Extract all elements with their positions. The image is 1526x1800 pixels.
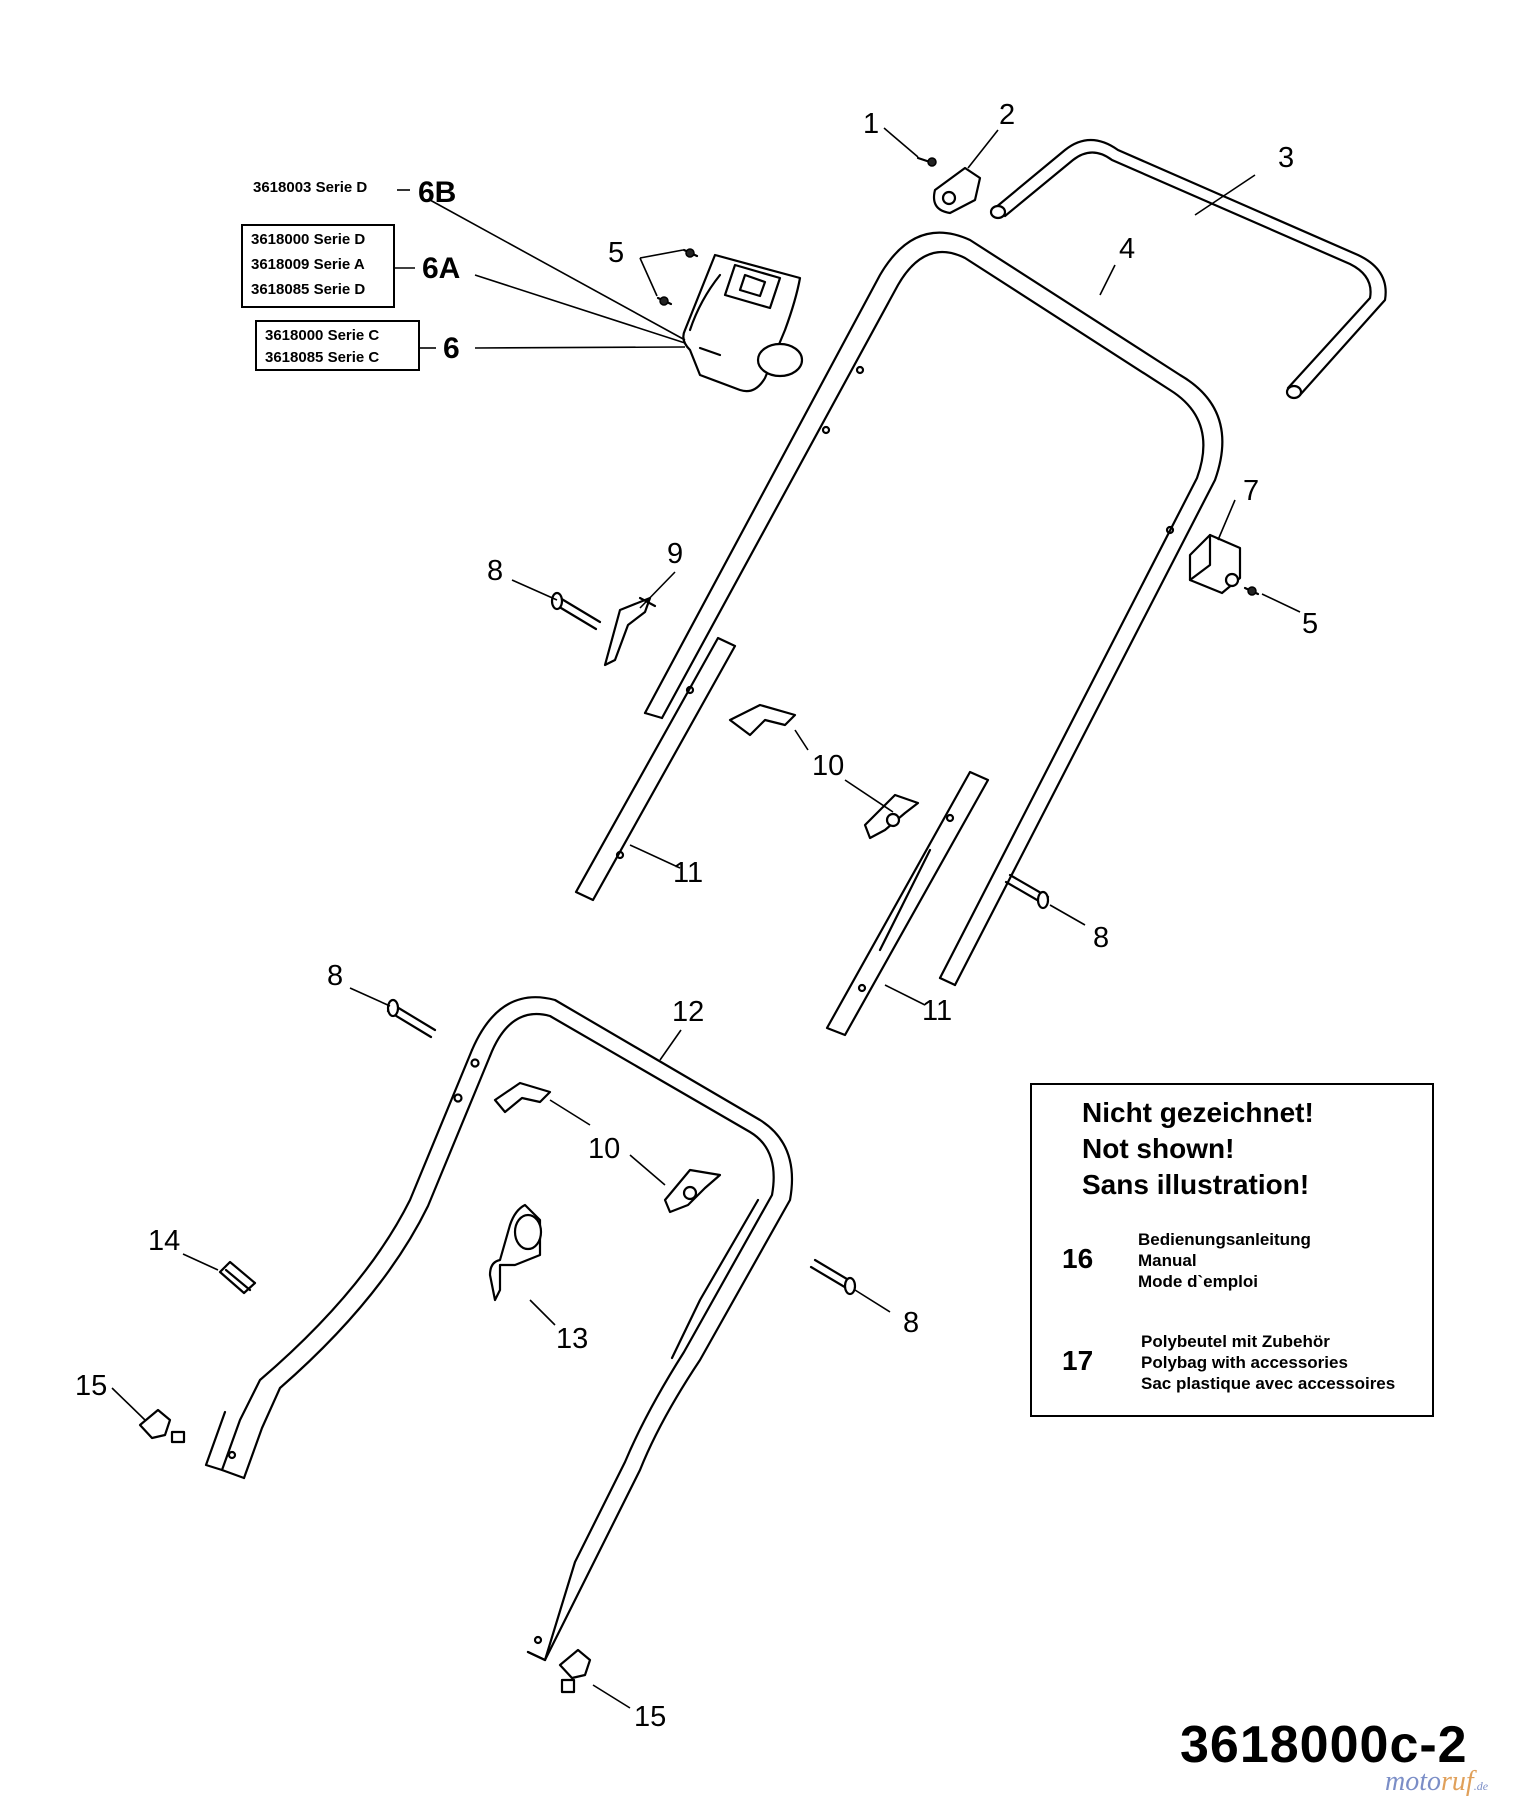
callout-11-left: 11 bbox=[673, 857, 703, 889]
variant-6a-box: 3618000 Serie D 3618009 Serie A 3618085 … bbox=[241, 224, 395, 308]
part-3-upper-handle-bar bbox=[989, 138, 1387, 400]
callout-10-lower: 10 bbox=[588, 1133, 620, 1165]
callout-9: 9 bbox=[667, 538, 683, 570]
item-16-line-1: Bedienungsanleitung bbox=[1138, 1230, 1311, 1249]
part-12-lower-handle bbox=[204, 996, 794, 1662]
item-17-line-2: Polybag with accessories bbox=[1141, 1353, 1348, 1372]
part-8-bolt-lower-right bbox=[809, 1258, 857, 1296]
not-shown-title-fr: Sans illustration! bbox=[1082, 1169, 1310, 1200]
watermark-logo: motoruf.de bbox=[1385, 1766, 1488, 1798]
part-11-right-tube bbox=[825, 770, 990, 1037]
watermark-suffix: .de bbox=[1473, 1779, 1489, 1793]
part-5-screws-upper bbox=[656, 248, 699, 306]
variant-6a-line-1: 3618000 Serie D bbox=[251, 231, 366, 248]
callout-2: 2 bbox=[999, 99, 1015, 131]
variant-6b-text: 3618003 Serie D bbox=[253, 179, 368, 196]
part-13-cable-guide bbox=[488, 1203, 543, 1302]
part-4-middle-handle bbox=[643, 231, 1224, 987]
callout-8-mid-right: 8 bbox=[1093, 922, 1109, 954]
callout-12: 12 bbox=[672, 996, 704, 1028]
callout-5-upper: 5 bbox=[608, 237, 624, 269]
item-16-number: 16 bbox=[1062, 1243, 1094, 1274]
callout-numbers: 1 2 3 4 5 7 5 8 9 10 11 8 11 8 12 10 14 … bbox=[75, 99, 1318, 1733]
item-16-description: Bedienungsanleitung Manual Mode d`emploi bbox=[1138, 1229, 1311, 1292]
callout-10-upper: 10 bbox=[812, 750, 844, 782]
callout-14: 14 bbox=[148, 1225, 180, 1257]
item-17-line-1: Polybeutel mit Zubehör bbox=[1141, 1332, 1330, 1351]
item-17-description: Polybeutel mit Zubehör Polybag with acce… bbox=[1141, 1331, 1395, 1394]
part-10-wing-nut-lower-2 bbox=[663, 1168, 722, 1214]
part-10-wing-nut-lower-1 bbox=[493, 1081, 552, 1114]
callout-7: 7 bbox=[1243, 475, 1259, 507]
callout-15-bottom: 15 bbox=[634, 1701, 666, 1733]
leader-lines bbox=[111, 127, 1301, 1709]
not-shown-box: Nicht gezeichnet! Not shown! Sans illust… bbox=[1030, 1083, 1434, 1417]
callout-1: 1 bbox=[863, 108, 879, 140]
part-8-bolt-upper-left bbox=[550, 591, 602, 631]
part-9-bracket bbox=[603, 596, 657, 667]
item-16-line-2: Manual bbox=[1138, 1251, 1197, 1270]
callout-8-upper-left: 8 bbox=[487, 555, 503, 587]
part-10-wing-nut-upper-2 bbox=[863, 793, 920, 840]
watermark-part-1: moto bbox=[1385, 1766, 1441, 1797]
callout-6: 6 bbox=[443, 332, 460, 365]
part-1-screw bbox=[916, 156, 937, 167]
part-15-knob-bottom bbox=[558, 1648, 592, 1694]
not-shown-title-en: Not shown! bbox=[1082, 1133, 1235, 1164]
part-7-block bbox=[1188, 533, 1242, 595]
callout-8-lower-left: 8 bbox=[327, 960, 343, 992]
part-5-screw-right bbox=[1243, 586, 1260, 596]
drawing-number: 3618000c-2 bbox=[1180, 1716, 1468, 1774]
not-shown-title-de: Nicht gezeichnet! bbox=[1082, 1097, 1314, 1128]
part-8-bolt-lower-left bbox=[386, 998, 437, 1039]
part-15-knob-left bbox=[138, 1408, 186, 1444]
watermark-part-2: ruf bbox=[1441, 1766, 1474, 1797]
callout-11-right: 11 bbox=[922, 995, 952, 1027]
callout-6a: 6A bbox=[422, 252, 460, 285]
item-17-line-3: Sac plastique avec accessoires bbox=[1141, 1374, 1396, 1393]
part-8-bolt-mid-right bbox=[1004, 873, 1050, 910]
callout-8-lower-right: 8 bbox=[903, 1307, 919, 1339]
item-17-number: 17 bbox=[1062, 1345, 1094, 1376]
variant-6-box: 3618000 Serie C 3618085 Serie C bbox=[255, 320, 420, 371]
part-6-switch-box bbox=[682, 253, 804, 393]
variant-6a-line-3: 3618085 Serie D bbox=[251, 281, 366, 298]
part-10-wing-nut-upper-1 bbox=[728, 703, 797, 737]
part-11-left-tube bbox=[574, 636, 737, 902]
callout-6b: 6B bbox=[418, 176, 456, 209]
callout-13: 13 bbox=[556, 1323, 588, 1355]
callout-3: 3 bbox=[1278, 142, 1294, 174]
callout-15-left: 15 bbox=[75, 1370, 107, 1402]
part-14-sleeve bbox=[218, 1260, 257, 1295]
callout-5-right: 5 bbox=[1302, 608, 1318, 640]
variant-6-line-1: 3618000 Serie C bbox=[265, 327, 380, 344]
item-16-line-3: Mode d`emploi bbox=[1138, 1272, 1258, 1291]
part-2-clamp bbox=[932, 166, 982, 215]
variant-6-line-2: 3618085 Serie C bbox=[265, 349, 380, 366]
variant-6a-line-2: 3618009 Serie A bbox=[251, 256, 365, 273]
callout-4: 4 bbox=[1119, 233, 1135, 265]
